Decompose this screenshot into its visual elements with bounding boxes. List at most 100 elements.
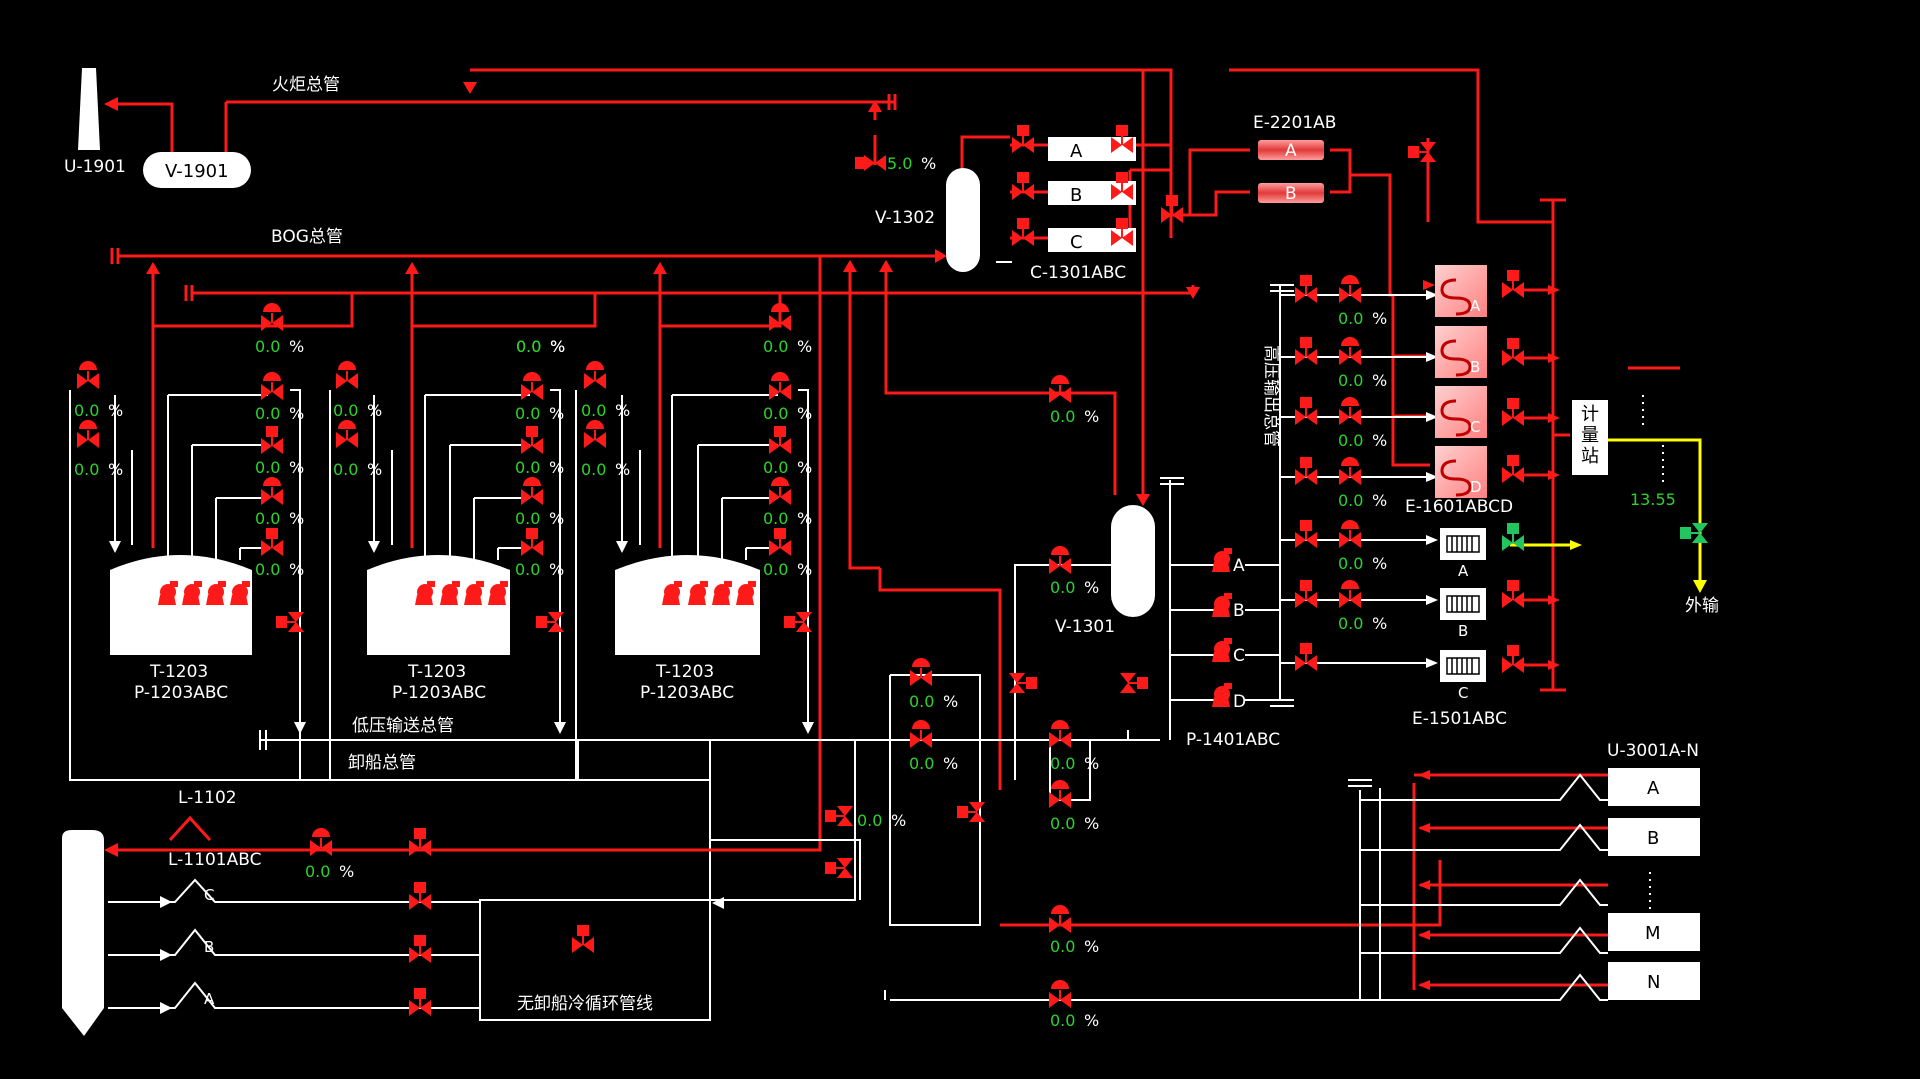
tank-level-valve[interactable] — [769, 372, 791, 400]
compressor-outlet-valve[interactable] — [1111, 172, 1133, 200]
tank-pump[interactable] — [464, 581, 484, 605]
tank-pump[interactable] — [440, 581, 460, 605]
tank-pump[interactable] — [182, 581, 202, 605]
compressor-discharge-valve[interactable] — [1161, 195, 1183, 223]
scv-a-outlet-valve[interactable] — [1502, 523, 1524, 551]
tank-level-valve[interactable] — [769, 528, 791, 556]
lng-ship[interactable] — [62, 830, 104, 1036]
v1301-inlet-valve[interactable] — [1049, 546, 1071, 574]
lp-header-valve[interactable] — [910, 720, 932, 748]
export-valve[interactable] — [1680, 523, 1708, 543]
orv-group[interactable] — [1435, 265, 1487, 498]
e2201-bypass-valve[interactable] — [1408, 142, 1436, 162]
vaporizer-outlet-valve[interactable] — [1502, 398, 1524, 426]
hp-pump[interactable] — [1212, 683, 1232, 707]
tank-level-valve[interactable] — [261, 477, 283, 505]
vaporizer-inlet-valve[interactable] — [1295, 580, 1317, 608]
unloading-valve[interactable] — [825, 858, 853, 878]
vaporizer-inlet-valve[interactable] — [1295, 337, 1317, 365]
tank-pump[interactable] — [206, 581, 226, 605]
vaporizer-inlet-valve[interactable] — [1295, 520, 1317, 548]
vaporizer-outlet-valve[interactable] — [1502, 455, 1524, 483]
hp-recirc-valve[interactable] — [1049, 720, 1071, 748]
vaporizer-inlet-valve[interactable] — [1295, 457, 1317, 485]
tank-inlet-valve[interactable] — [77, 420, 99, 448]
lp-header-valve[interactable] — [910, 658, 932, 686]
u3001-m[interactable] — [1608, 913, 1700, 951]
compressor-inlet-valve[interactable] — [1012, 172, 1034, 200]
tank-inlet-valve[interactable] — [336, 420, 358, 448]
vaporizer-inlet-valve[interactable] — [1295, 397, 1317, 425]
u3001-return-valve[interactable] — [1049, 905, 1071, 933]
unloading-arm-valve[interactable] — [409, 882, 431, 910]
vapor-return-valve[interactable] — [310, 828, 332, 856]
vaporizer-outlet-valve[interactable] — [1502, 580, 1524, 608]
tank-vent-valve[interactable] — [261, 303, 283, 331]
tank-level-valve[interactable] — [521, 528, 543, 556]
u3001-b[interactable] — [1608, 818, 1700, 856]
u3001-n[interactable] — [1608, 962, 1700, 1000]
hp-pump[interactable] — [1212, 548, 1232, 572]
vaporizer-flow-valve[interactable] — [1339, 520, 1361, 548]
recondenser-vessel[interactable] — [946, 168, 980, 272]
tank-inlet-valve[interactable] — [77, 361, 99, 389]
hp-pump[interactable] — [1212, 593, 1232, 617]
unloading-valve[interactable] — [825, 806, 853, 826]
vaporizer-inlet-valve[interactable] — [1295, 643, 1317, 671]
cooling-loop-valve[interactable] — [572, 925, 594, 953]
tank-pump[interactable] — [662, 581, 682, 605]
tank-inlet-valve[interactable] — [584, 420, 606, 448]
tank-drain-valve[interactable] — [536, 612, 564, 632]
v1301-outlet-valve[interactable] — [1120, 673, 1148, 693]
exchanger-2201-a[interactable] — [1258, 140, 1324, 160]
metering-station[interactable] — [1572, 400, 1608, 475]
exchanger-2201-b[interactable] — [1258, 183, 1324, 203]
tank-pump[interactable] — [158, 581, 178, 605]
tank-level-valve[interactable] — [521, 477, 543, 505]
compressor-outlet-valve[interactable] — [1111, 125, 1133, 153]
tank-inlet-valve[interactable] — [336, 361, 358, 389]
unloading-arm-valve[interactable] — [409, 935, 431, 963]
tank-drain-valve[interactable] — [784, 612, 812, 632]
tank-level-valve[interactable] — [769, 477, 791, 505]
vaporizer-flow-valve[interactable] — [1339, 337, 1361, 365]
vaporizer-flow-valve[interactable] — [1339, 580, 1361, 608]
tank-level-valve[interactable] — [521, 426, 543, 454]
compressor-outlet-valve[interactable] — [1111, 218, 1133, 246]
vaporizer-inlet-valve[interactable] — [1295, 275, 1317, 303]
vaporizer-flow-valve[interactable] — [1339, 397, 1361, 425]
v1301-drain-valve[interactable] — [1009, 673, 1037, 693]
tank-vent-valve[interactable] — [769, 303, 791, 331]
vaporizer-outlet-valve[interactable] — [1502, 645, 1524, 673]
vaporizer-outlet-valve[interactable] — [1502, 270, 1524, 298]
u3001-a[interactable] — [1608, 768, 1700, 806]
compressor-inlet-valve[interactable] — [1012, 218, 1034, 246]
unloading-arm-valve[interactable] — [409, 988, 431, 1016]
compressor-inlet-valve[interactable] — [1012, 125, 1034, 153]
tank-level-valve[interactable] — [769, 426, 791, 454]
vaporizer-flow-valve[interactable] — [1339, 275, 1361, 303]
hp-recirc-valve[interactable] — [1049, 780, 1071, 808]
hp-pump[interactable] — [1212, 638, 1232, 662]
tank-level-valve[interactable] — [261, 372, 283, 400]
tank-level-valve[interactable] — [521, 372, 543, 400]
tank-level-valve[interactable] — [261, 528, 283, 556]
tank-1[interactable] — [110, 555, 252, 655]
flare-bypass-valve[interactable] — [855, 155, 886, 171]
tank-drain-valve[interactable] — [276, 612, 304, 632]
tank-pump[interactable] — [488, 581, 508, 605]
tank-3[interactable] — [615, 555, 760, 655]
u3001-return-valve[interactable] — [1049, 980, 1071, 1008]
tank-level-valve[interactable] — [261, 426, 283, 454]
tank-pump[interactable] — [736, 581, 756, 605]
tank-pump[interactable] — [688, 581, 708, 605]
tank-pump[interactable] — [415, 581, 435, 605]
vapor-return-arm-valve[interactable] — [409, 828, 431, 856]
recondenser-valve[interactable] — [1049, 375, 1071, 403]
vaporizer-outlet-valve[interactable] — [1502, 338, 1524, 366]
tank-pump[interactable] — [230, 581, 250, 605]
tank-inlet-valve[interactable] — [584, 361, 606, 389]
vaporizer-flow-valve[interactable] — [1339, 457, 1361, 485]
recirc-valve[interactable] — [957, 802, 985, 822]
flare-drum[interactable] — [143, 152, 251, 188]
